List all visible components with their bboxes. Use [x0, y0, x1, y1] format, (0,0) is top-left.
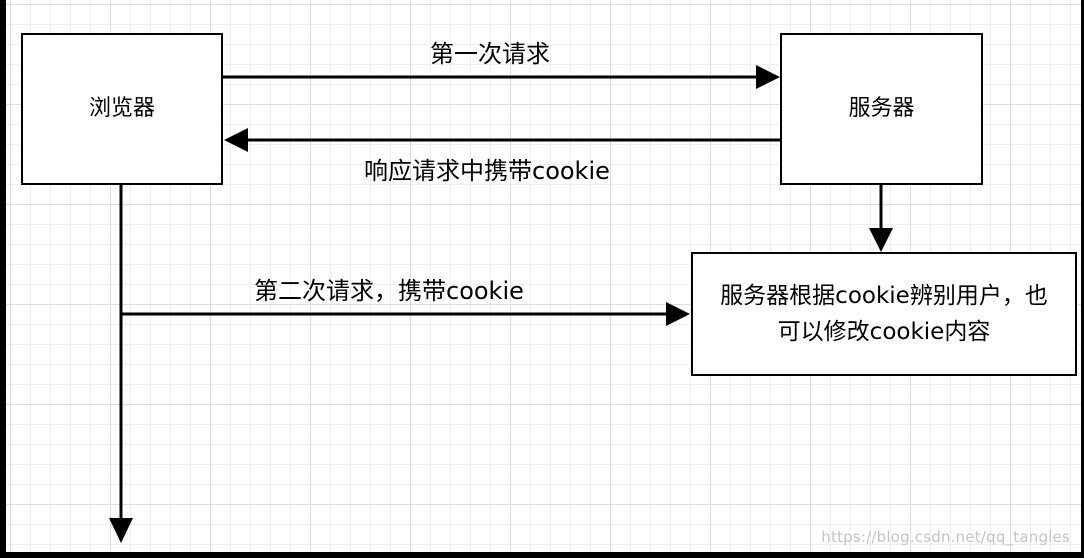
browser-node: 浏览器 — [21, 33, 223, 185]
identify-node: 服务器根据cookie辨别用户，也可以修改cookie内容 — [691, 252, 1077, 376]
watermark-text: https://blog.csdn.net/qq_tangles — [821, 528, 1070, 546]
server-node-label: 服务器 — [848, 96, 915, 121]
browser-timeline-arrowhead — [109, 518, 133, 543]
server-node: 服务器 — [780, 33, 983, 185]
first-request-arrowhead — [756, 65, 780, 89]
server-down-arrowhead — [869, 228, 893, 252]
identify-node-label: 服务器根据cookie辨别用户，也可以修改cookie内容 — [720, 283, 1048, 345]
response-label: 响应请求中携带cookie — [364, 157, 610, 185]
second-request-arrowhead — [666, 302, 690, 326]
response-arrowhead — [224, 128, 248, 152]
browser-node-label: 浏览器 — [88, 96, 155, 121]
first-request-label: 第一次请求 — [430, 40, 550, 68]
second-request-label: 第二次请求，携带cookie — [254, 277, 524, 305]
